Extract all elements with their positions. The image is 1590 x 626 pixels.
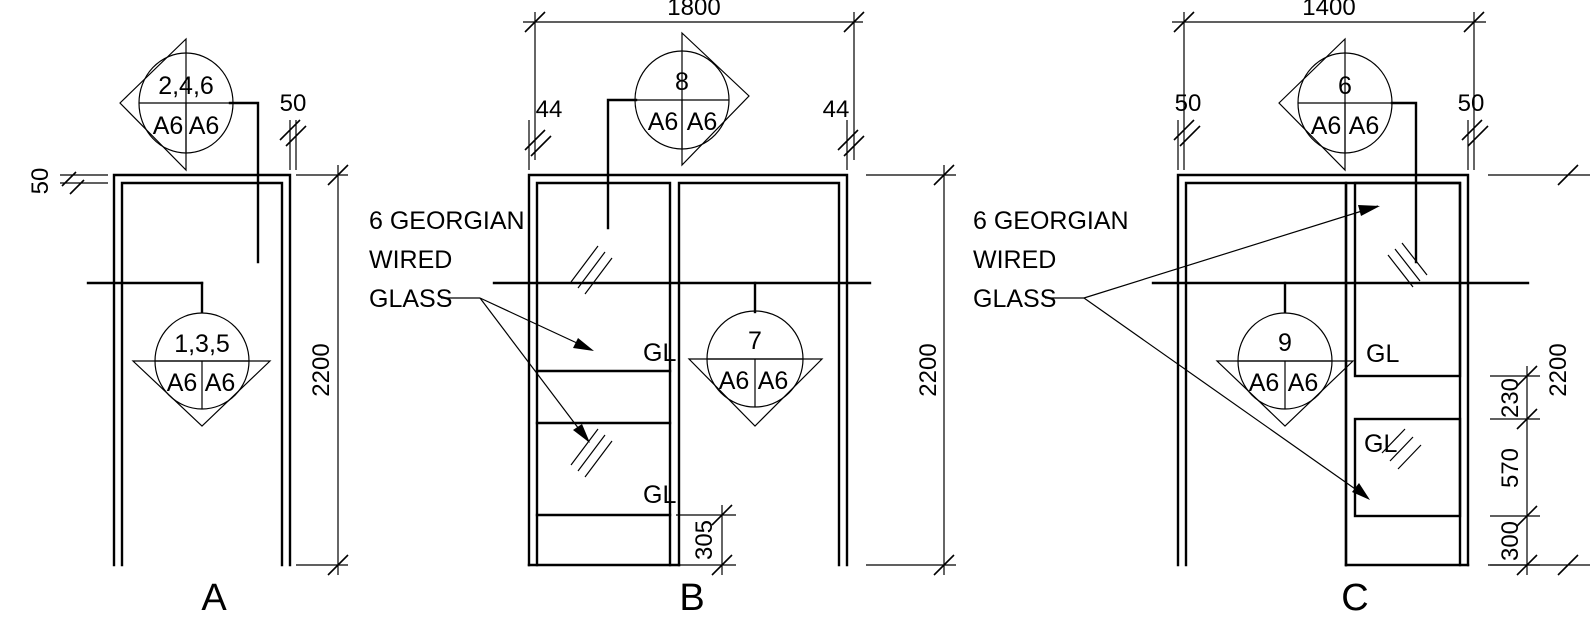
dim-b-width: 1800 [523,0,865,160]
elevation-c: GL GL 6 GEORGIAN WIRED GLASS 6 A6 A6 [973,0,1590,619]
dim-b-height-label: 2200 [915,343,942,396]
dim-c-right-frame-label: 50 [1458,90,1485,117]
dim-b-bottom-rail-label: 305 [691,520,718,560]
callout-a-bottom: 1,3,5 A6 A6 [131,312,272,427]
callout-c-bottom-ref: 9 [1278,329,1292,357]
callout-a-bottom-sheet-left: A6 [167,369,198,397]
callout-a-top-ref: 2,4,6 [158,72,214,100]
door-c-upper-glass-panel [1353,181,1462,378]
door-a-top-section-leader [228,101,260,264]
dim-b-right-frame: 44 [823,96,865,170]
door-b-top-section-leader [606,98,638,230]
note-c-line2: WIRED [973,246,1056,274]
door-a-frame-inner [120,181,284,567]
note-c-line3: GLASS [973,285,1056,313]
door-c-gl-label-upper: GL [1366,340,1399,368]
note-b: 6 GEORGIAN WIRED GLASS [369,207,594,443]
dim-a-height-label: 2200 [308,343,335,396]
callout-c-top-sheet-right: A6 [1349,112,1380,140]
dim-c-left-frame: 50 [1173,90,1202,170]
dim-a-top-right-label: 50 [280,90,307,117]
note-c: 6 GEORGIAN WIRED GLASS [973,205,1380,500]
dim-b-bottom-rail: 305 [676,504,736,576]
door-b-right-leaf [677,181,841,567]
elevation-a-label: A [201,577,227,619]
door-c-top-section-leader [1390,101,1418,264]
callout-a-top: 2,4,6 A6 A6 [119,37,234,172]
callout-b-bottom-sheet-left: A6 [719,367,750,395]
note-c-line1: 6 GEORGIAN [973,207,1129,235]
door-b-glass-hatch-lower [570,428,613,478]
door-b-frame-outer [527,173,849,567]
dim-c-lower-panel-label: 570 [1497,448,1524,488]
door-c-right-leaf [1344,181,1462,567]
note-b-line2: WIRED [369,246,452,274]
dim-b-left-frame: 44 [524,96,563,170]
callout-b-top-sheet-right: A6 [687,108,718,136]
door-c-glass-hatch-lower [1381,428,1422,470]
dim-a-height: 2200 [296,164,349,576]
callout-c-top-ref: 6 [1338,72,1352,100]
dim-c-bottom-rail-label: 300 [1497,521,1524,561]
dim-c-width-label: 1400 [1302,0,1355,21]
elevation-b-label: B [679,577,704,619]
callout-b-top: 8 A6 A6 [634,31,750,167]
dim-c-height: 2200 [1488,164,1590,576]
dim-c-chain: 230 570 300 [1490,365,1540,576]
dim-c-width: 1400 [1172,0,1486,170]
note-b-line1: 6 GEORGIAN [369,207,525,235]
callout-a-top-sheet-left: A6 [153,112,184,140]
elevation-b: GL GL 6 GEORGIAN WIRED GLASS 8 A6 A6 [369,0,956,619]
dim-b-height: 2200 [866,164,956,576]
dim-c-right-frame: 50 [1458,90,1489,170]
callout-b-bottom-ref: 7 [748,327,762,355]
callout-c-bottom-sheet-right: A6 [1288,369,1319,397]
door-c-gl-label-lower: GL [1364,430,1397,458]
dim-c-left-frame-label: 50 [1175,90,1202,117]
callout-b-bottom-sheet-right: A6 [758,367,789,395]
callout-c-top-sheet-left: A6 [1311,112,1342,140]
callout-b-bottom: 7 A6 A6 [687,310,824,427]
callout-c-bottom: 9 A6 A6 [1215,312,1355,427]
dim-a-top-right: 50 [279,90,307,170]
callout-b-top-sheet-left: A6 [648,108,679,136]
elevation-a: 2,4,6 A6 A6 1,3,5 A6 A6 2200 [27,37,349,619]
door-b-gl-label-lower: GL [643,481,676,509]
dim-c-height-label: 2200 [1545,343,1572,396]
door-c-frame-outer [1176,173,1470,567]
door-b-glass-hatch-upper [570,245,613,295]
dim-b-width-label: 1800 [667,0,720,21]
door-a-frame-outer [112,173,292,567]
elevation-c-label: C [1341,577,1368,619]
note-b-line3: GLASS [369,285,452,313]
callout-a-bottom-sheet-right: A6 [205,369,236,397]
dim-a-top-left-label: 50 [27,168,54,195]
door-b-gl-label-upper: GL [643,339,676,367]
dim-c-mid-rail-label: 230 [1497,378,1524,418]
dim-b-left-frame-label: 44 [536,96,563,123]
dim-a-top-left: 50 [27,168,108,195]
callout-c-bottom-sheet-left: A6 [1249,369,1280,397]
callout-a-bottom-ref: 1,3,5 [174,330,230,358]
door-c-lower-glass-panel [1353,417,1462,518]
callout-a-top-sheet-right: A6 [189,112,220,140]
callout-c-top: 6 A6 A6 [1278,37,1393,172]
door-c-glass-hatch-upper [1387,242,1428,288]
callout-b-top-ref: 8 [675,68,689,96]
dim-b-right-frame-label: 44 [823,96,850,123]
